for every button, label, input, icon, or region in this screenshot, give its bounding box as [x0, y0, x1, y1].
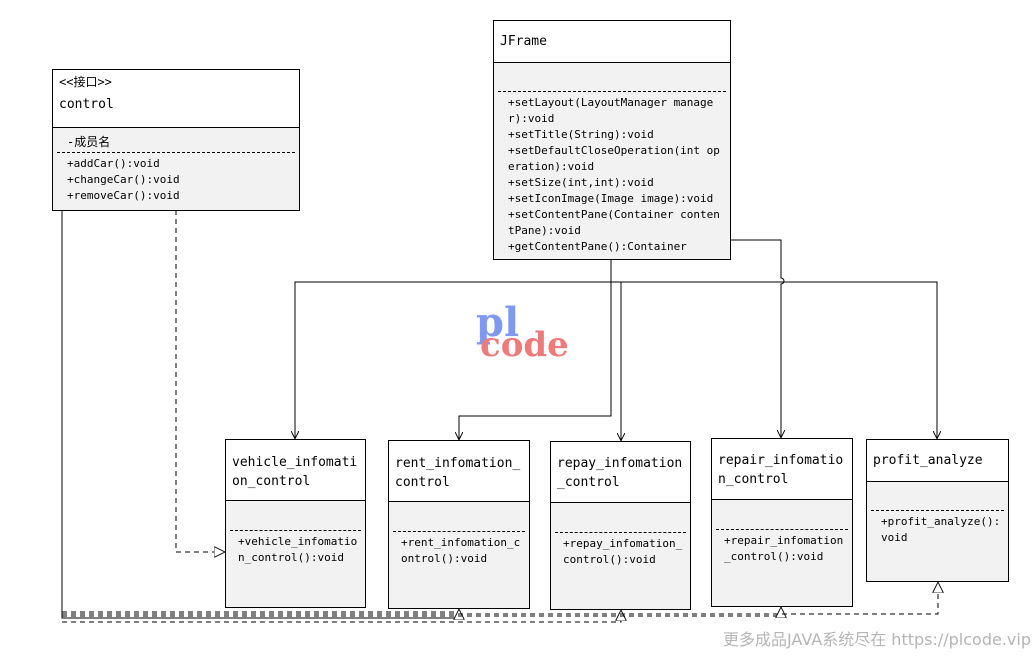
operation: +setIconImage(Image image):void — [508, 192, 714, 205]
attribute-section — [226, 501, 365, 530]
class-header: JFrame — [494, 21, 730, 63]
class-header: repair_infomation_control — [712, 439, 852, 500]
operation: +setContentPane(Container contentPane):v… — [508, 208, 720, 237]
class-name: control — [59, 97, 114, 112]
separator — [57, 152, 295, 153]
operation: +setLayout(LayoutManager manager):void — [508, 96, 714, 125]
operations-section: +profit_analyze():void — [867, 511, 1008, 546]
assoc-jframe-repair — [730, 239, 784, 437]
realization-bottom-profit — [62, 583, 938, 615]
separator — [716, 529, 848, 530]
assoc-jframe-rent — [459, 260, 612, 439]
attribute-section — [494, 63, 730, 91]
operation: +rent_infomation_control():void — [401, 536, 521, 565]
separator — [555, 532, 686, 533]
attribute-section: -成员名 — [53, 128, 299, 152]
realization-bottom-repay — [62, 611, 621, 623]
attribute-section — [867, 482, 1008, 510]
operations-section: +repay_infomation_control():void — [551, 533, 690, 568]
separator — [871, 510, 1004, 511]
class-name: vehicle_infomation_control — [232, 455, 358, 489]
operation: +changeCar():void — [67, 173, 180, 186]
class-name: repair_infomation_control — [718, 453, 844, 487]
assoc-jframe-profit — [611, 281, 937, 438]
class-name: profit_analyze — [873, 453, 983, 468]
realization-bottom-repair — [62, 608, 781, 616]
logo-text-pl: pl — [476, 300, 519, 346]
separator — [230, 530, 361, 531]
operations-section: +vehicle_infomation_control():void — [226, 531, 365, 566]
class-jframe[interactable]: JFrame +setLayout(LayoutManager manager)… — [493, 20, 731, 260]
attribute: -成员名 — [67, 135, 111, 149]
realization-control-vehicle — [175, 210, 224, 552]
stereotype-label: <<接口>> — [59, 75, 112, 89]
class-control[interactable]: <<接口>> control -成员名 +addCar():void +chan… — [52, 69, 300, 211]
separator — [393, 531, 525, 532]
class-header: <<接口>> control — [53, 70, 299, 128]
operation: +vehicle_infomation_control():void — [238, 535, 358, 564]
control-bottom-link — [61, 210, 457, 619]
separator — [498, 91, 726, 92]
operation: +repay_infomation_control():void — [563, 537, 683, 566]
attribute-section — [389, 502, 529, 531]
operation: +profit_analyze():void — [881, 515, 1001, 544]
operation: +addCar():void — [67, 157, 160, 170]
operation: +removeCar():void — [67, 189, 180, 202]
class-header: rent_infomation_control — [389, 441, 529, 502]
class-header: vehicle_infomation_control — [226, 440, 365, 501]
class-repair-infomation-control[interactable]: repair_infomation_control +repair_infoma… — [711, 438, 853, 607]
footer-watermark-text: 更多成品JAVA系统尽在 https://plcode.vip — [722, 630, 1031, 649]
operation: +getContentPane():Container — [508, 240, 687, 253]
plcode-logo: pl code — [476, 300, 569, 364]
class-header: repay_infomation_control — [551, 442, 690, 503]
operations-section: +rent_infomation_control():void — [389, 532, 529, 567]
logo-text-code: code — [480, 325, 569, 364]
operation: +setDefaultCloseOperation(int operation)… — [508, 144, 720, 173]
attribute-section — [712, 500, 852, 529]
operation: +setTitle(String):void — [508, 128, 654, 141]
realization-bottom-rent — [62, 610, 459, 612]
attribute-section — [551, 503, 690, 532]
operations-section: +addCar():void +changeCar():void +remove… — [53, 153, 299, 204]
class-profit-analyze[interactable]: profit_analyze +profit_analyze():void — [866, 439, 1009, 582]
class-rent-infomation-control[interactable]: rent_infomation_control +rent_infomation… — [388, 440, 530, 609]
operations-section: +repair_infomation_control():void — [712, 530, 852, 565]
class-vehicle-infomation-control[interactable]: vehicle_infomation_control +vehicle_info… — [225, 439, 366, 608]
class-name: rent_infomation_control — [395, 456, 521, 490]
class-header: profit_analyze — [867, 440, 1008, 482]
class-name: JFrame — [500, 34, 547, 49]
operations-section: +setLayout(LayoutManager manager):void +… — [494, 92, 730, 255]
operation: +setSize(int,int):void — [508, 176, 654, 189]
class-name: repay_infomation_control — [557, 456, 683, 490]
operation: +repair_infomation_control():void — [724, 534, 844, 563]
class-repay-infomation-control[interactable]: repay_infomation_control +repay_infomati… — [550, 441, 691, 610]
